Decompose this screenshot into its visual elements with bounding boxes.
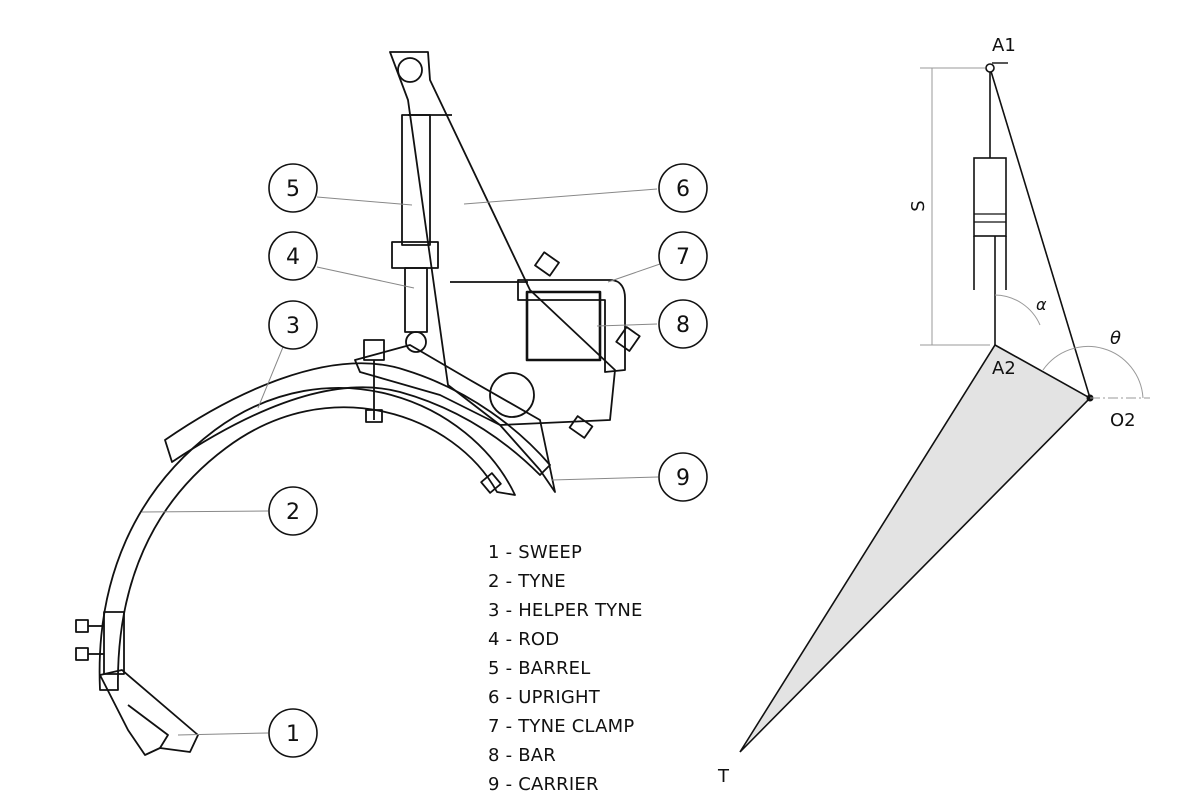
carrier-clamp-nut [365, 409, 383, 423]
callout-9: 9 [658, 452, 708, 502]
callout-4: 4 [268, 231, 318, 281]
callout-2-label: 2 [286, 500, 300, 525]
callout-6-label: 6 [676, 177, 690, 202]
upright [389, 51, 616, 426]
sweep-bolt-2 [75, 647, 89, 661]
callout-6: 6 [658, 163, 708, 213]
point-t-label: T [717, 766, 730, 787]
sweep [99, 669, 199, 756]
legend-item-tyne-clamp: 7 - TYNE CLAMP [488, 716, 635, 737]
shaded-triangle [739, 343, 1092, 753]
callout-5: 5 [268, 163, 318, 213]
dimension-s-label: S [908, 200, 929, 211]
callout-1: 1 [268, 708, 318, 758]
callout-3: 3 [268, 300, 318, 350]
angle-alpha-label: α [1036, 295, 1047, 314]
clamp-bolt-right [615, 326, 641, 352]
callout-3-label: 3 [286, 314, 300, 339]
rod [404, 267, 428, 333]
legend-item-sweep: 1 - SWEEP [488, 542, 583, 563]
tyne-assembly-drawing [75, 51, 641, 756]
carrier-pivot [489, 372, 535, 418]
legend-item-carrier: 9 - CARRIER [488, 774, 599, 795]
tyne [98, 387, 516, 691]
angle-theta-arc [1042, 346, 1144, 399]
legend-item-upright: 6 - UPRIGHT [488, 687, 600, 708]
sweep-fold [127, 704, 169, 749]
legend-item-tyne: 2 - TYNE [488, 571, 566, 592]
joint-a1 [985, 63, 995, 73]
barrel [401, 114, 431, 246]
angle-alpha-arc [994, 294, 1041, 326]
cylinder-body [973, 157, 1007, 237]
callout-5-label: 5 [286, 177, 300, 202]
callout-1-label: 1 [286, 722, 300, 747]
callout-8: 8 [658, 299, 708, 349]
callout-9-label: 9 [676, 466, 690, 491]
callout-2: 2 [268, 486, 318, 536]
carrier-lower-bolt [568, 415, 594, 439]
point-a2-label: A2 [992, 358, 1016, 379]
link-a1-o2 [989, 67, 1091, 399]
angle-theta-label: θ [1110, 328, 1121, 349]
callout-7-label: 7 [676, 245, 690, 270]
carrier [354, 344, 556, 493]
legend-item-barrel: 5 - BARREL [488, 658, 591, 679]
point-o2-label: O2 [1110, 410, 1136, 431]
legend-item-bar: 8 - BAR [488, 745, 556, 766]
bar [525, 290, 602, 362]
sweep-shank-plate [103, 611, 125, 675]
rod-pivot [405, 331, 427, 353]
parts-legend: 1 - SWEEP 2 - TYNE 3 - HELPER TYNE 4 - R… [488, 538, 643, 799]
point-a1-label: A1 [992, 35, 1016, 56]
legend-item-helper-tyne: 3 - HELPER TYNE [488, 600, 643, 621]
callout-4-label: 4 [286, 245, 300, 270]
callout-8-label: 8 [676, 313, 690, 338]
legend-item-rod: 4 - ROD [488, 629, 560, 650]
kinematic-scheme: S α θ A1 A2 O2 T [717, 35, 1150, 787]
dimension-s [920, 67, 990, 346]
clamp-bolt-top [534, 251, 560, 277]
callouts: 1 2 3 4 5 6 7 8 9 [268, 163, 708, 758]
upright-pivot-pin [397, 57, 423, 83]
callout-7: 7 [658, 231, 708, 281]
tyne-end-bolt [480, 472, 502, 494]
sweep-bolt-1 [75, 619, 89, 633]
leader-lines [141, 188, 661, 736]
